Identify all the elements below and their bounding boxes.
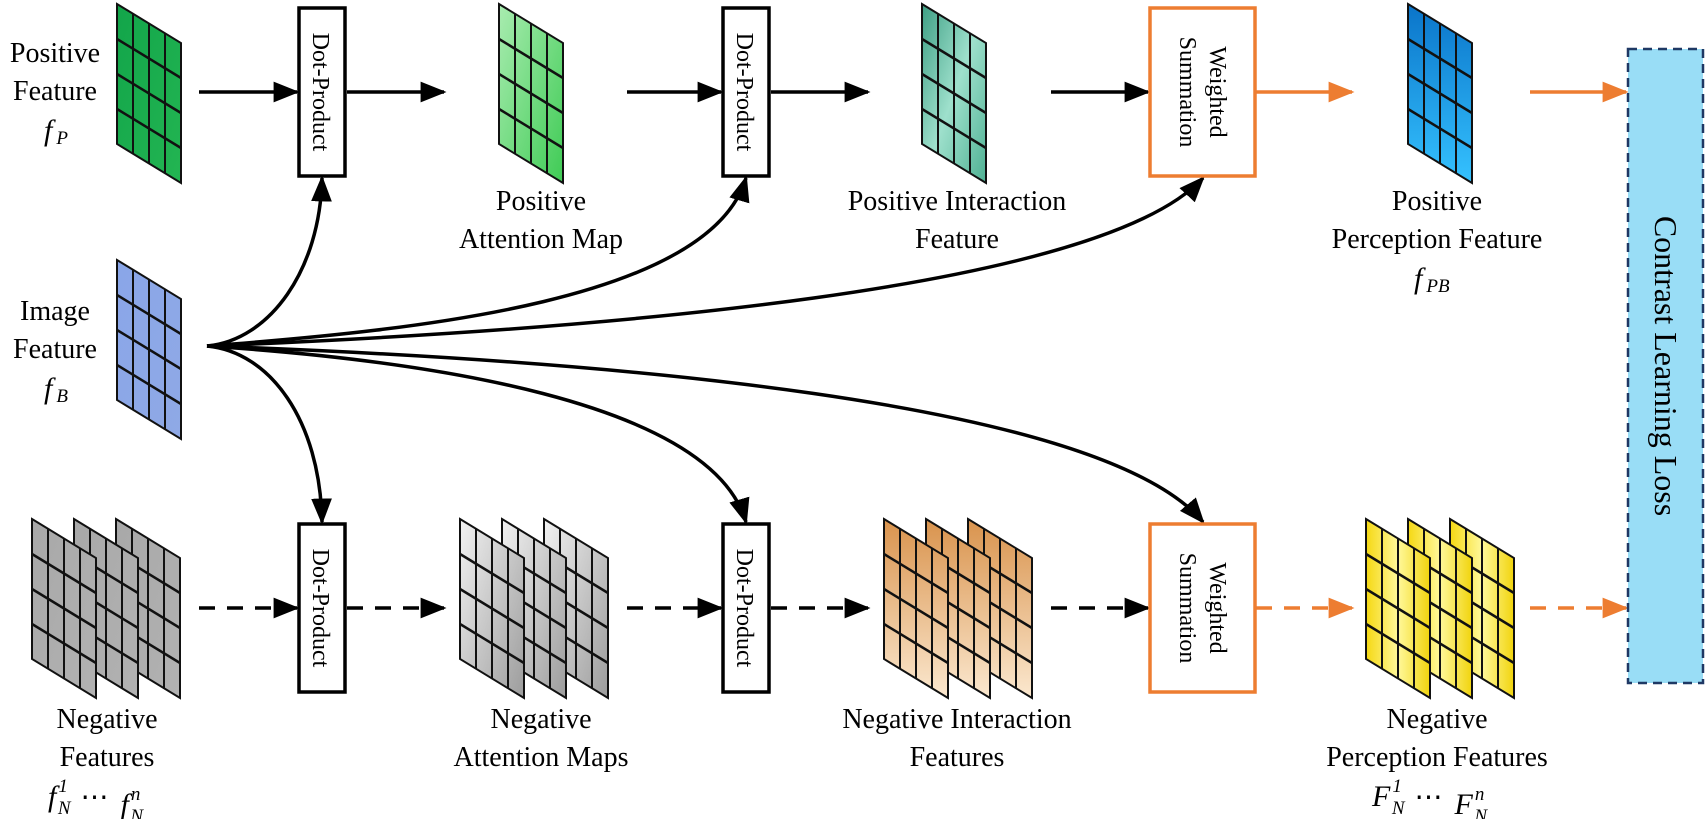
dot-product-label: Dot-Product (307, 33, 333, 152)
negative-interaction-stack-layer-1 (883, 517, 949, 700)
image-feature-grid (116, 258, 182, 441)
weighted-label-line1: Weighted (1204, 562, 1230, 653)
contrast-learning-loss-box: Contrast Learning Loss (1626, 47, 1705, 685)
dot-product-box-1: Dot-Product (297, 6, 347, 178)
weighted-label-line2: Summation (1174, 553, 1200, 664)
label-line1: Positive Interaction (848, 186, 1067, 217)
label-line2: Features (910, 742, 1005, 773)
weighted-label-line1: Weighted (1204, 46, 1230, 137)
positive-feature-grid (116, 2, 182, 185)
label-line1: Negative (1386, 704, 1487, 735)
label-line1: Negative (490, 704, 591, 735)
weighted-summation-box-2: Weighted Summation (1148, 522, 1257, 694)
negative-perception-stack-layer-1 (1365, 517, 1431, 700)
label-line1: Positive (10, 38, 100, 69)
curve-image-to-ws1 (206, 176, 1205, 348)
label-line1: Image (20, 296, 90, 327)
weighted-label-line2: Summation (1174, 37, 1200, 148)
negative-attention-stack-layer-1 (459, 517, 525, 700)
curve-image-to-ws2 (206, 344, 1205, 524)
label-line2: Attention Maps (454, 742, 629, 773)
dot-product-box-3: Dot-Product (297, 522, 347, 694)
label-line2: Feature (915, 224, 999, 255)
negative-attention-maps-label: Negative Attention Maps (454, 704, 629, 773)
positive-interaction-feature-label: Positive Interaction Feature (848, 186, 1067, 255)
dot-product-label: Dot-Product (731, 549, 757, 668)
label-line2: Feature (13, 334, 97, 365)
dot-product-box-2: Dot-Product (721, 6, 771, 178)
label-line2: Attention Map (459, 224, 623, 255)
curve-image-to-dot3 (206, 344, 332, 525)
negative-features-stack-layer-1 (31, 517, 97, 700)
curve-image-to-dot4 (206, 344, 750, 525)
label-line1: Negative Interaction (842, 704, 1071, 735)
positive-perception-grid (1407, 2, 1473, 185)
positive-attention-grid (498, 2, 564, 185)
dot-product-label: Dot-Product (307, 549, 333, 668)
dot-product-box-4: Dot-Product (721, 522, 771, 694)
positive-interaction-grid (921, 2, 987, 185)
negative-interaction-features-label: Negative Interaction Features (842, 704, 1071, 773)
label-line2: Perception Feature (1332, 224, 1543, 255)
label-line1: Positive (496, 186, 586, 217)
curve-image-to-dot1 (206, 175, 332, 348)
curve-image-to-dot2 (206, 175, 750, 348)
positive-attention-map-label: Positive Attention Map (459, 186, 623, 255)
weighted-summation-box-1: Weighted Summation (1148, 6, 1257, 178)
label-line2: Feature (13, 76, 97, 107)
label-line1: Positive (1392, 186, 1482, 217)
label-line1: Negative (56, 704, 157, 735)
loss-label: Contrast Learning Loss (1648, 216, 1684, 516)
label-line2: Features (60, 742, 155, 773)
dot-product-label: Dot-Product (731, 33, 757, 152)
label-line2: Perception Features (1326, 742, 1548, 773)
